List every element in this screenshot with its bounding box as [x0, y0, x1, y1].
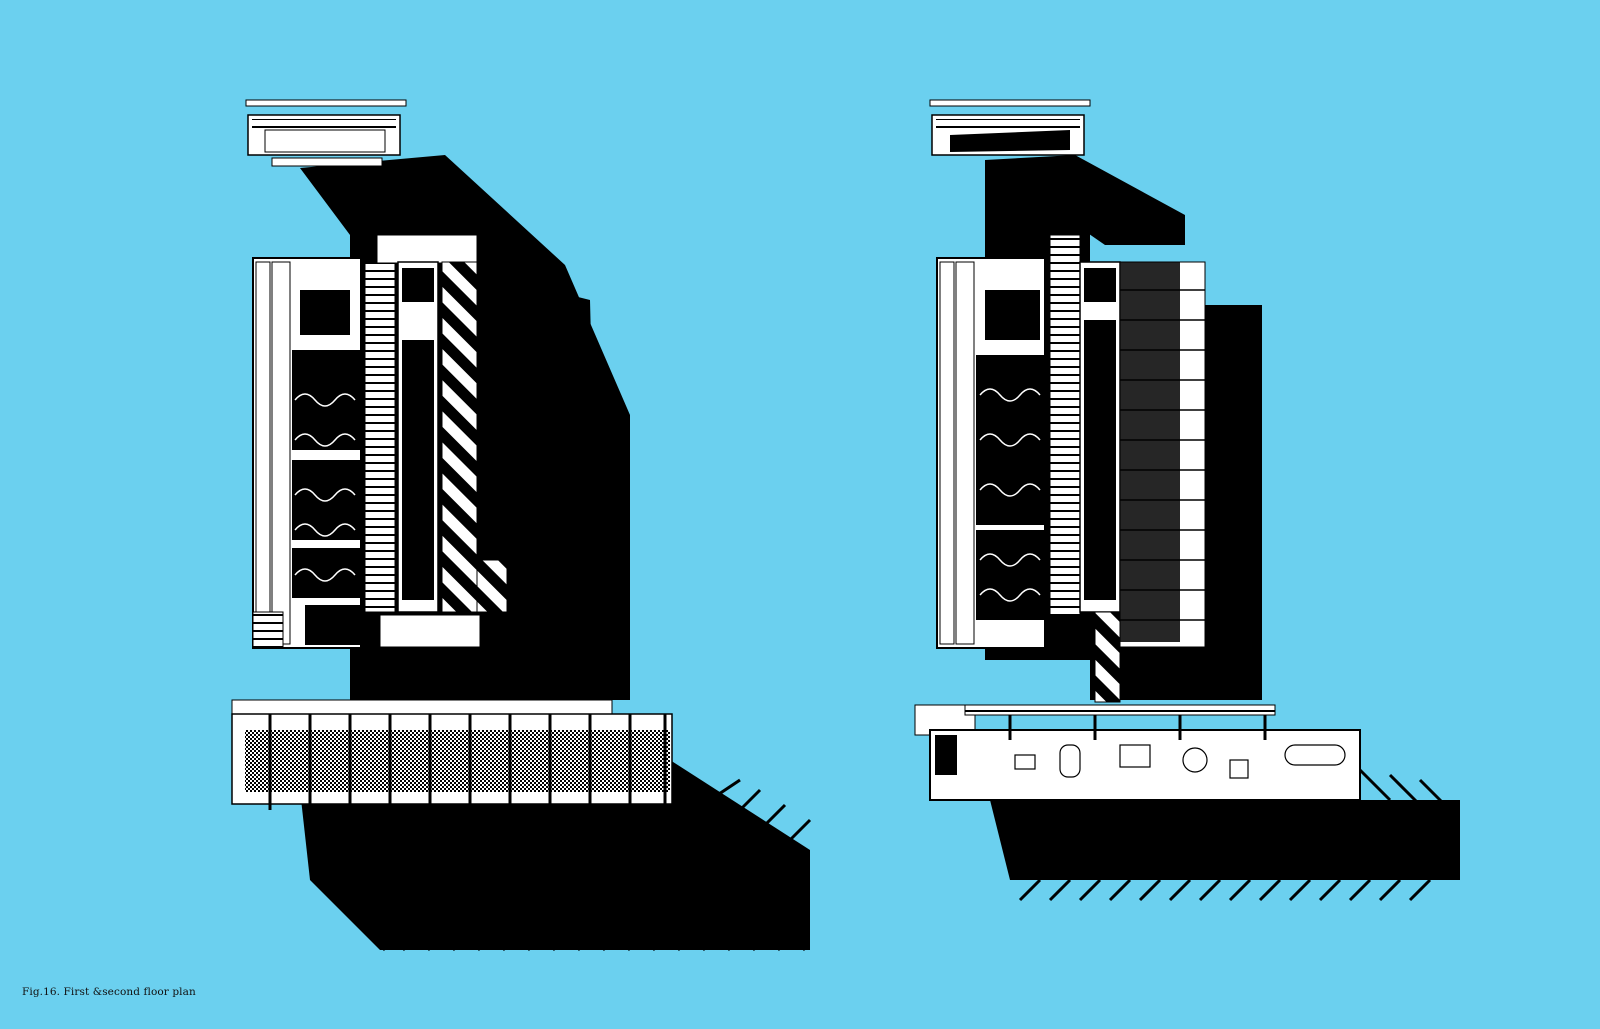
- second-floor-tower: [936, 234, 1206, 703]
- second-floor-roof-slab: [929, 99, 1091, 156]
- first-floor-base: [231, 699, 673, 810]
- second-floor-plan: [914, 99, 1460, 902]
- second-floor-base: [914, 704, 1361, 801]
- figure-caption: Fig.16. First &second floor plan: [22, 986, 196, 998]
- first-floor-tower: [252, 234, 508, 649]
- first-floor-shadow-legs: [363, 778, 812, 952]
- second-floor-shadow-legs: [1018, 768, 1452, 902]
- first-floor-roof-slab: [245, 99, 407, 167]
- first-floor-plan: [231, 99, 812, 952]
